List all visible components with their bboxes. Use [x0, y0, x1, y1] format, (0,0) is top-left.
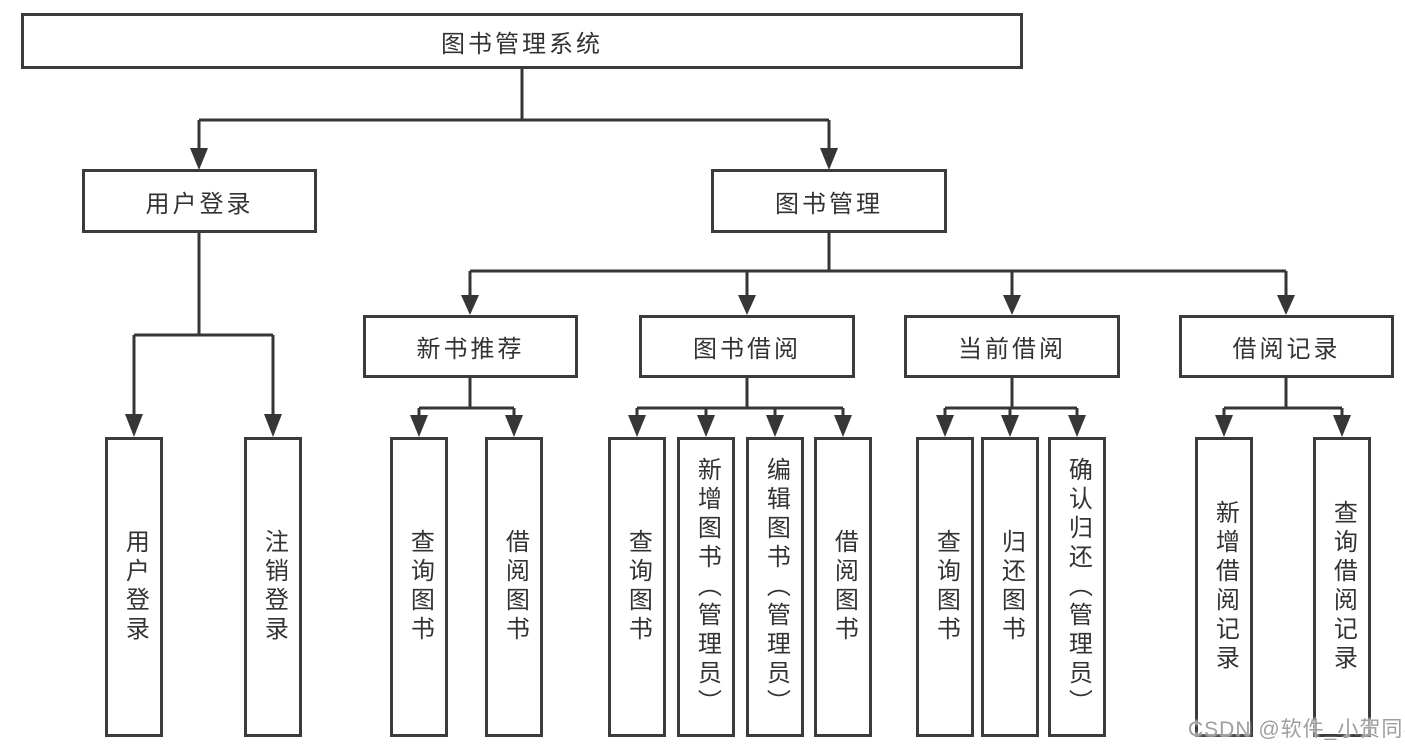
leaf-logout: 注销登录	[244, 437, 302, 737]
arrow-down-icon	[461, 295, 479, 315]
connector-user-login-children	[132, 233, 275, 416]
arrowheads-user-login	[125, 414, 282, 437]
arrowheads-current-borrowing	[936, 415, 1086, 437]
node-label: 新增借阅记录	[1211, 500, 1239, 674]
connector-line	[468, 233, 1288, 297]
arrow-down-icon	[697, 415, 715, 437]
node-label: 查询图书	[624, 529, 652, 645]
connector-line	[943, 378, 1079, 417]
arrowheads-level2	[190, 148, 838, 170]
node-current-borrowing: 当前借阅	[904, 315, 1120, 378]
arrow-down-icon	[766, 415, 784, 437]
node-label: 归还图书	[997, 529, 1025, 645]
node-borrowing-records: 借阅记录	[1179, 315, 1394, 378]
connector-line	[132, 233, 275, 416]
leaf-borrow-books-borrowing: 借阅图书	[814, 437, 872, 737]
connector-root-to-level2	[197, 69, 831, 150]
arrow-down-icon	[190, 148, 208, 170]
connector-line	[1222, 378, 1344, 417]
leaf-return-books: 归还图书	[981, 437, 1039, 737]
connector-line	[417, 378, 516, 417]
node-book-management: 图书管理	[711, 169, 947, 233]
connector-book-borrowing-children	[635, 378, 845, 417]
csdn-watermark: CSDN @软件_小贺同学	[1188, 718, 1405, 741]
connector-line	[635, 378, 845, 417]
node-book-management-system: 图书管理系统	[21, 13, 1023, 69]
arrow-down-icon	[1003, 295, 1021, 315]
node-label: 查询借阅记录	[1329, 500, 1357, 674]
arrow-down-icon	[936, 415, 954, 437]
arrow-down-icon	[628, 415, 646, 437]
node-label: 新增图书（管理员）	[693, 456, 721, 718]
leaf-query-books-current: 查询图书	[916, 437, 974, 737]
arrow-down-icon	[410, 415, 428, 437]
arrowheads-level3	[461, 295, 1295, 315]
leaf-confirm-return-admin: 确认归还（管理员）	[1048, 437, 1106, 737]
arrow-down-icon	[834, 415, 852, 437]
leaf-borrow-books-recommend: 借阅图书	[485, 437, 543, 737]
arrow-down-icon	[505, 415, 523, 437]
arrow-down-icon	[1001, 415, 1019, 437]
arrow-down-icon	[820, 148, 838, 170]
leaf-query-books-recommend: 查询图书	[390, 437, 448, 737]
arrow-down-icon	[1333, 415, 1351, 437]
leaf-edit-books-admin: 编辑图书（管理员）	[746, 437, 804, 737]
leaf-add-borrow-record: 新增借阅记录	[1195, 437, 1253, 737]
arrow-down-icon	[1215, 415, 1233, 437]
leaf-add-books-admin: 新增图书（管理员）	[677, 437, 735, 737]
connector-new-book-children	[417, 378, 516, 417]
arrow-down-icon	[1068, 415, 1086, 437]
leaf-query-borrow-record: 查询借阅记录	[1313, 437, 1371, 737]
node-new-book-recommendation: 新书推荐	[363, 315, 578, 378]
arrow-down-icon	[738, 295, 756, 315]
node-label: 编辑图书（管理员）	[762, 456, 790, 718]
leaf-user-login: 用户登录	[105, 437, 163, 737]
arrowheads-borrowing-records	[1215, 415, 1351, 437]
arrow-down-icon	[264, 414, 282, 437]
connector-line	[197, 69, 831, 150]
node-label: 查询图书	[932, 529, 960, 645]
node-user-login: 用户登录	[82, 169, 317, 233]
connector-borrowing-records-children	[1222, 378, 1344, 417]
node-label: 用户登录	[121, 529, 149, 645]
arrow-down-icon	[125, 414, 143, 437]
connector-current-borrowing-children	[943, 378, 1079, 417]
node-label: 注销登录	[260, 529, 288, 645]
node-book-borrowing: 图书借阅	[639, 315, 855, 378]
arrowheads-new-book	[410, 415, 523, 437]
node-label: 查询图书	[406, 529, 434, 645]
arrowheads-book-borrowing	[628, 415, 852, 437]
node-label: 借阅图书	[830, 529, 858, 645]
arrow-down-icon	[1277, 295, 1295, 315]
node-label: 借阅图书	[501, 529, 529, 645]
leaf-query-books-borrowing: 查询图书	[608, 437, 666, 737]
node-label: 确认归还（管理员）	[1064, 456, 1092, 718]
connector-book-management-children	[468, 233, 1288, 297]
